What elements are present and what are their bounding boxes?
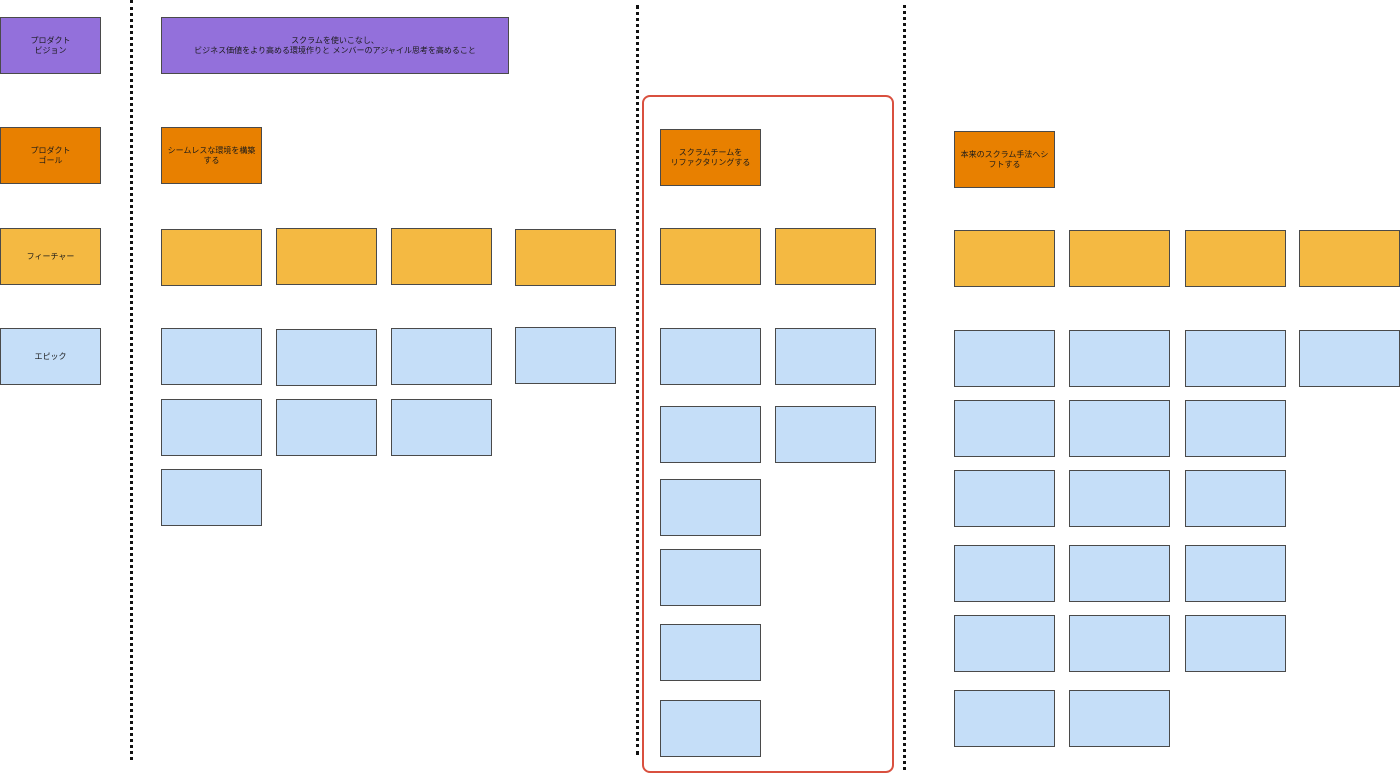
epic-card [660,479,761,536]
epic-card [1185,330,1286,387]
row-label-goal: プロダクト ゴール [0,127,101,184]
epic-card [391,328,492,385]
feature-card [1299,230,1400,287]
epic-card [1185,615,1286,672]
goal-card-2: スクラムチームを リファクタリングする [660,129,761,186]
goal-card-3: 本来のスクラム手法へシ フトする [954,131,1055,188]
epic-card [1069,400,1170,457]
epic-card [1185,400,1286,457]
feature-card [1185,230,1286,287]
epic-card [276,399,377,456]
feature-card [775,228,876,285]
epic-card [1299,330,1400,387]
epic-card [161,328,262,385]
epic-card [391,399,492,456]
epic-card [660,549,761,606]
feature-card [660,228,761,285]
feature-card [161,229,262,286]
epic-card [1069,330,1170,387]
row-label-epic: エピック [0,328,101,385]
epic-card [954,330,1055,387]
column-divider-2 [636,5,639,755]
column-divider-1 [130,0,133,760]
epic-card [161,469,262,526]
column-divider-3 [903,5,906,770]
epic-card [276,329,377,386]
highlight-frame [642,95,894,773]
epic-card [775,328,876,385]
epic-card [161,399,262,456]
epic-card [954,615,1055,672]
row-label-feature: フィーチャー [0,228,101,285]
epic-card [1069,545,1170,602]
feature-card [515,229,616,286]
epic-card [1069,470,1170,527]
feature-card [954,230,1055,287]
epic-card [954,470,1055,527]
feature-card [391,228,492,285]
epic-card [1185,545,1286,602]
product-vision-card: スクラムを使いこなし、 ビジネス価値をより高める環境作りと メンバーのアジャイル… [161,17,509,74]
epic-card [954,690,1055,747]
epic-card [660,700,761,757]
epic-card [660,328,761,385]
row-label-vision: プロダクト ビジョン [0,17,101,74]
feature-card [1069,230,1170,287]
epic-card [775,406,876,463]
epic-card [1069,615,1170,672]
epic-card [954,400,1055,457]
epic-card [660,406,761,463]
epic-card [1069,690,1170,747]
epic-card [954,545,1055,602]
epic-card [515,327,616,384]
feature-card [276,228,377,285]
goal-card-1: シームレスな環境を構築 する [161,127,262,184]
epic-card [660,624,761,681]
epic-card [1185,470,1286,527]
